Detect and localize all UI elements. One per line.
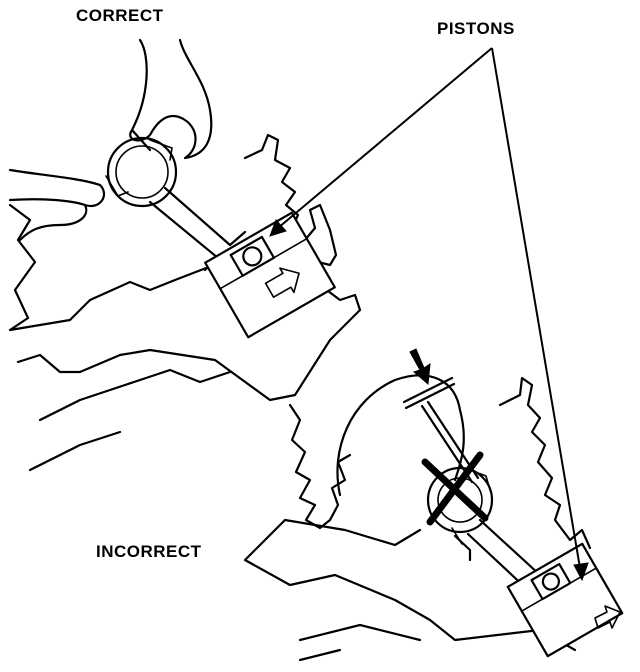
correct-big-end-bearing [115,145,169,199]
pistons-leader-incorrect-arrowhead-icon [573,562,589,582]
incorrect-crank-journal [426,466,494,534]
pistons-leader-correct [277,47,493,229]
incorrect-cylinder-head-left [288,403,352,530]
correct-cylinder-head [243,133,338,267]
incorrect-engine-block [243,518,577,662]
incorrect-assembly [243,348,624,662]
correct-rod-bolts [105,139,173,197]
incorrect-tool-handle [402,376,456,410]
incorrect-cylinder-head-right [498,376,592,550]
correct-direction-arrow-icon [264,267,300,298]
incorrect-press-arrow-icon [409,348,431,386]
correct-fingers [8,168,106,242]
incorrect-piston [506,542,624,658]
correct-hand [129,38,213,160]
correct-piston-group [204,211,336,339]
incorrect-label: INCORRECT [96,542,202,561]
correct-assembly [8,38,362,472]
incorrect-piston-pin [541,572,561,591]
correct-label: CORRECT [76,6,164,25]
correct-crank-journal [106,136,178,208]
correct-connecting-rod [148,186,247,272]
correct-piston-pin [242,246,263,267]
correct-engine-block [8,203,362,402]
pistons-leader-incorrect [491,47,581,569]
incorrect-direction-arrow-icon [594,605,621,629]
pistons-label: PISTONS [437,19,515,38]
incorrect-rod-bolts [451,469,491,545]
correct-piston [204,211,336,339]
pistons-leaders [269,47,589,582]
incorrect-x-mark-icon [421,451,489,526]
correct-crank-housing [28,368,232,472]
pistons-leader-correct-arrowhead-icon [269,219,287,237]
incorrect-piston-group [506,542,624,658]
